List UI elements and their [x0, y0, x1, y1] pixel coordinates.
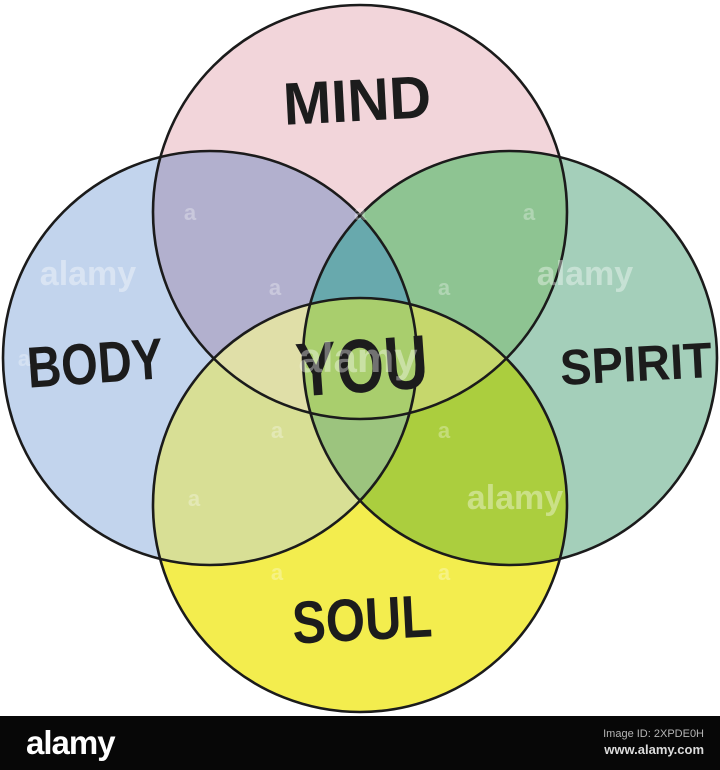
spirit-circle-outline [301, 149, 719, 567]
body-label: BODY [25, 326, 165, 400]
watermark-letter: a [354, 200, 367, 225]
watermark-text: alamy [467, 479, 563, 517]
watermark-letter: a [269, 275, 282, 300]
soul-circle-outline [151, 296, 569, 714]
watermark-letter: a [18, 346, 31, 371]
watermark-letter: a [438, 560, 451, 585]
watermark-letter: a [188, 486, 201, 511]
alamy-logo: alamy [26, 724, 116, 761]
center-you-label: YOU [293, 319, 431, 413]
watermark-letter: a [271, 418, 284, 443]
watermark-letter: a [438, 275, 451, 300]
venn-diagram-svg: MIND BODY SPIRIT SOUL YOU alamy alamy al… [1, 3, 719, 714]
watermark-letter: a [438, 418, 451, 443]
watermark-letter: a [184, 200, 197, 225]
image-id-text: Image ID: 2XPDE0H [603, 728, 704, 740]
watermark-text: alamy [537, 255, 633, 293]
alamy-url-text: www.alamy.com [604, 741, 704, 757]
mind-circle-outline [151, 3, 569, 421]
watermark-letter: a [523, 200, 536, 225]
venn-diagram-image: MIND BODY SPIRIT SOUL YOU alamy alamy al… [1, 3, 719, 714]
watermark-layer: alamy alamy alamy alamy a a a a a a a a … [18, 200, 633, 585]
alamy-footer-bar: alamy Image ID: 2XPDE0H www.alamy.com [0, 716, 720, 770]
mind-label: MIND [281, 63, 432, 138]
watermark-text: alamy [298, 334, 418, 381]
spirit-label: SPIRIT [559, 332, 714, 396]
watermark-letter: a [271, 560, 284, 585]
body-circle-outline [1, 149, 419, 567]
soul-label: SOUL [290, 582, 433, 656]
watermark-text: alamy [40, 255, 136, 293]
footer-meta: Image ID: 2XPDE0H www.alamy.com [603, 728, 704, 758]
